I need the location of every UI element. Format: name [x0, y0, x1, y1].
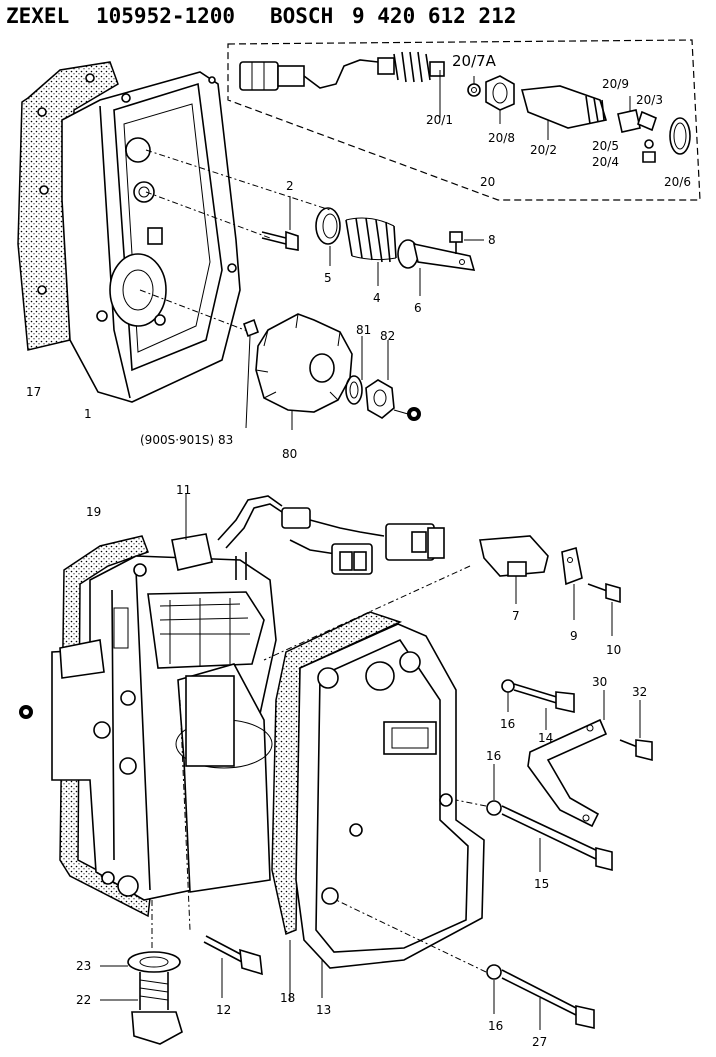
part-83-key: [243, 318, 259, 429]
zexel-part-number: 105952-1200: [96, 4, 236, 28]
kit-20-dashed-box: [227, 39, 701, 201]
part-20-8-nut: [485, 75, 515, 124]
part-4-spring: [345, 217, 397, 286]
part-27-bolt: [335, 899, 595, 1030]
label-20-3: 20/3: [636, 93, 663, 107]
label-14: 14: [538, 731, 553, 745]
part-6-lever: [397, 239, 476, 296]
part-20-1-spring-sensor: [377, 51, 445, 108]
part-14-bolt: [501, 679, 575, 730]
part-20-6-o-ring: [669, 117, 691, 155]
label-8: 8: [488, 233, 496, 247]
label-82: 82: [380, 329, 395, 343]
part-32-bolt: [619, 700, 653, 762]
bosch-part-number: 9 420 612 212: [352, 4, 517, 28]
label-22: 22: [76, 993, 91, 1007]
upper-leader-lines: [139, 108, 441, 333]
label-20-9: 20/9: [602, 77, 629, 91]
label-23: 23: [76, 959, 91, 973]
part-20-7a-ring: [467, 76, 481, 97]
part-20-9-clip: [617, 96, 641, 133]
label-18: 18: [280, 991, 295, 1005]
label-6: 6: [414, 301, 422, 315]
label-13: 13: [316, 1003, 331, 1017]
part-80-timing-rotor: [255, 313, 353, 430]
part-2-bolt: [261, 196, 299, 251]
maker-name: ZEXEL: [6, 4, 70, 28]
kit-20-connector-assembly: [239, 59, 379, 91]
part-12-bolt: [179, 699, 263, 998]
label-4: 4: [373, 291, 381, 305]
part-20-2-sensor-body: [520, 85, 608, 140]
part-20-5-washer: [644, 139, 654, 149]
part-8-screw: [449, 231, 484, 254]
part-13-cover: [295, 623, 485, 998]
part-82-nut: [365, 340, 421, 421]
part-81-washer: [345, 336, 363, 405]
label-32: 32: [632, 685, 647, 699]
label-20-5: 20/5: [592, 139, 619, 153]
label-20-1: 20/1: [426, 113, 453, 127]
part-20-4-screw: [642, 151, 656, 163]
part-9-clip: [561, 546, 583, 620]
label-20-7a: 20/7A: [452, 52, 497, 70]
brand-name: BOSCH: [270, 4, 334, 28]
label-20-8: 20/8: [488, 131, 515, 145]
part-number-labels: 20/7A 20/9 20/3 20/1 20/8 20/2 20/5 20/4…: [26, 52, 691, 1049]
label-5: 5: [324, 271, 332, 285]
label-12: 12: [216, 1003, 231, 1017]
actuator-housing: [19, 555, 277, 901]
label-20-2: 20/2: [530, 143, 557, 157]
part-5-retainer: [315, 207, 341, 266]
part-20-3-pin: [637, 110, 657, 132]
part-30-bracket: [527, 690, 608, 828]
label-20: 20: [480, 175, 495, 189]
label-17: 17: [26, 385, 41, 399]
label-15: 15: [534, 877, 549, 891]
label-20-6: 20/6: [664, 175, 691, 189]
label-7: 7: [512, 609, 520, 623]
label-2: 2: [286, 179, 294, 193]
label-30: 30: [592, 675, 607, 689]
label-20-4: 20/4: [592, 155, 619, 169]
label-11: 11: [176, 483, 191, 497]
label-80: 80: [282, 447, 297, 461]
label-83: (900S·901S) 83: [140, 433, 233, 447]
part-1-governor-housing: [61, 71, 241, 403]
part-11-harness-connectors: [171, 494, 445, 580]
label-9: 9: [570, 629, 578, 643]
label-16-middle: 16: [486, 749, 501, 763]
label-19: 19: [86, 505, 101, 519]
part-15-bolt: [455, 764, 613, 872]
part-10-bolt: [587, 582, 621, 636]
label-10: 10: [606, 643, 621, 657]
label-81: 81: [356, 323, 371, 337]
label-1: 1: [84, 407, 92, 421]
label-27: 27: [532, 1035, 547, 1049]
part-22-23-fitting: [100, 900, 183, 1045]
label-16-lower: 16: [488, 1019, 503, 1033]
label-16-upper: 16: [500, 717, 515, 731]
